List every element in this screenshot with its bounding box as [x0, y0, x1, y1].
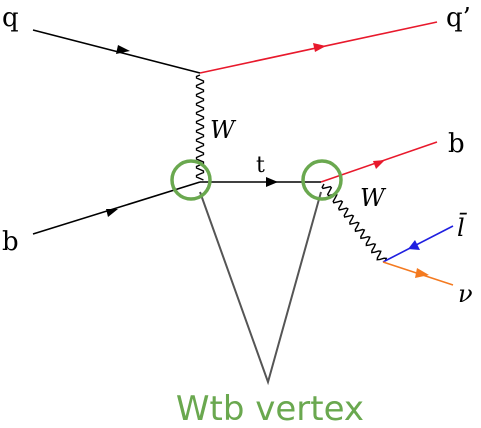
label-w-top: W: [210, 116, 237, 144]
label-q: q: [2, 3, 19, 33]
wtb-vertex-circle-left: [170, 159, 212, 201]
incoming-quark-b-line: [32, 181, 201, 235]
label-w-right: W: [360, 184, 387, 212]
incoming-quark-q-arrow: [116, 45, 130, 54]
vertex-pointer-lines: [199, 191, 322, 386]
label-b-outgoing: b: [448, 129, 465, 159]
neutrino-arrow: [415, 268, 429, 278]
label-antilepton: l̄: [457, 213, 468, 242]
w-boson-right-wavy: [321, 183, 388, 262]
label-neutrino: ν: [458, 280, 473, 308]
caption-wtb-vertex: Wtb vertex: [176, 389, 364, 428]
w-boson-top-wavy: [195, 74, 205, 181]
outgoing-quark-qprime-arrow: [313, 43, 326, 52]
wtb-vertex-circle-right: [301, 159, 343, 201]
outgoing-quark-b-arrow: [373, 160, 385, 169]
label-top-quark: t: [256, 153, 265, 178]
antilepton-line: [382, 225, 454, 263]
antilepton-arrow: [408, 240, 420, 250]
top-quark-arrow: [266, 177, 278, 187]
label-q-prime: q’: [446, 3, 471, 33]
incoming-quark-q-line: [32, 29, 201, 74]
incoming-quark-b-arrow: [106, 209, 118, 217]
label-b-incoming: b: [2, 227, 19, 257]
